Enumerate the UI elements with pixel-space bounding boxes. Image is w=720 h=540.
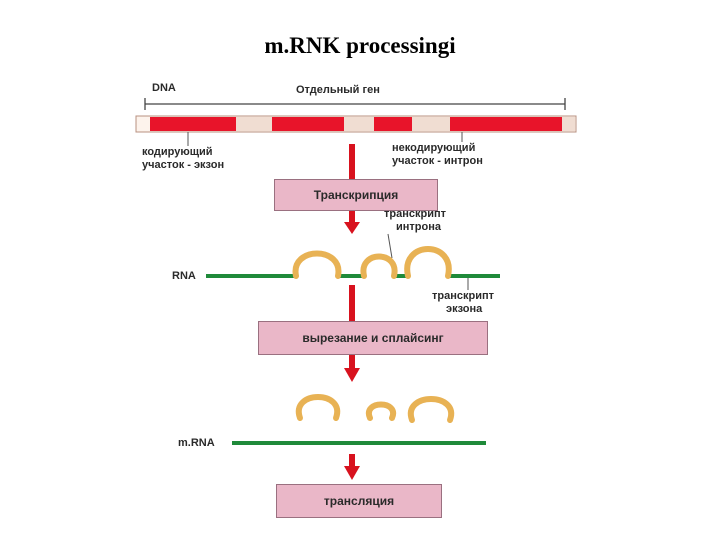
transcription-box: Транскрипция <box>274 179 438 211</box>
dna-segment-intron <box>412 117 450 131</box>
intron-transcript-label-line: интрона <box>396 221 441 233</box>
intron-transcript-label: транскрипт интрона <box>384 208 446 234</box>
mrna-label: m.RNA <box>178 437 215 449</box>
dna-segment-intron <box>562 117 575 131</box>
intron-transcript-label-line: транскрипт <box>384 208 447 220</box>
rna-label: RNA <box>172 270 196 282</box>
down-arrow <box>344 354 360 382</box>
rna-intron-loop <box>360 253 398 279</box>
leader-lines <box>187 132 469 290</box>
splicing-box: вырезание и сплайсинг <box>258 321 488 355</box>
gene-label: Отдельный ген <box>296 84 380 96</box>
exon-label-line: кодирующий <box>142 146 213 158</box>
down-arrow <box>349 285 355 321</box>
intron-label-line: некодирующий <box>392 142 476 154</box>
rna-strand <box>206 246 500 279</box>
gene-bracket <box>144 98 566 110</box>
intron-label: некодирующий участок - интрон <box>392 142 483 168</box>
dna-segment-exon <box>272 117 344 131</box>
dna-segment-exon <box>374 117 412 131</box>
excised-intron-loop <box>407 396 455 423</box>
intron-label-line: участок - интрон <box>392 155 483 167</box>
dna-label: DNA <box>152 82 176 94</box>
exon-transcript-label-line: транскрипт <box>432 290 495 302</box>
dna-segment-exon <box>150 117 236 131</box>
translation-box: трансляция <box>276 484 442 518</box>
down-arrow <box>344 211 360 234</box>
exon-label-line: участок - экзон <box>142 159 225 171</box>
dna-segment-exon <box>450 117 562 131</box>
dna-segment-intron <box>344 117 374 131</box>
exon-transcript-label: транскрипт экзона <box>432 290 494 316</box>
excised-introns <box>295 394 455 423</box>
down-arrow <box>344 454 360 480</box>
exon-label: кодирующий участок - экзон <box>142 146 224 172</box>
page-title: m.RNK processingi <box>264 33 456 58</box>
dna-segment-intron <box>236 117 272 131</box>
excised-intron-loop <box>295 394 341 421</box>
dna-strand <box>135 115 577 133</box>
exon-transcript-label-line: экзона <box>446 303 483 315</box>
excised-intron-loop <box>365 401 397 421</box>
rna-intron-loop <box>292 250 342 279</box>
rna-intron-loop <box>404 246 452 279</box>
